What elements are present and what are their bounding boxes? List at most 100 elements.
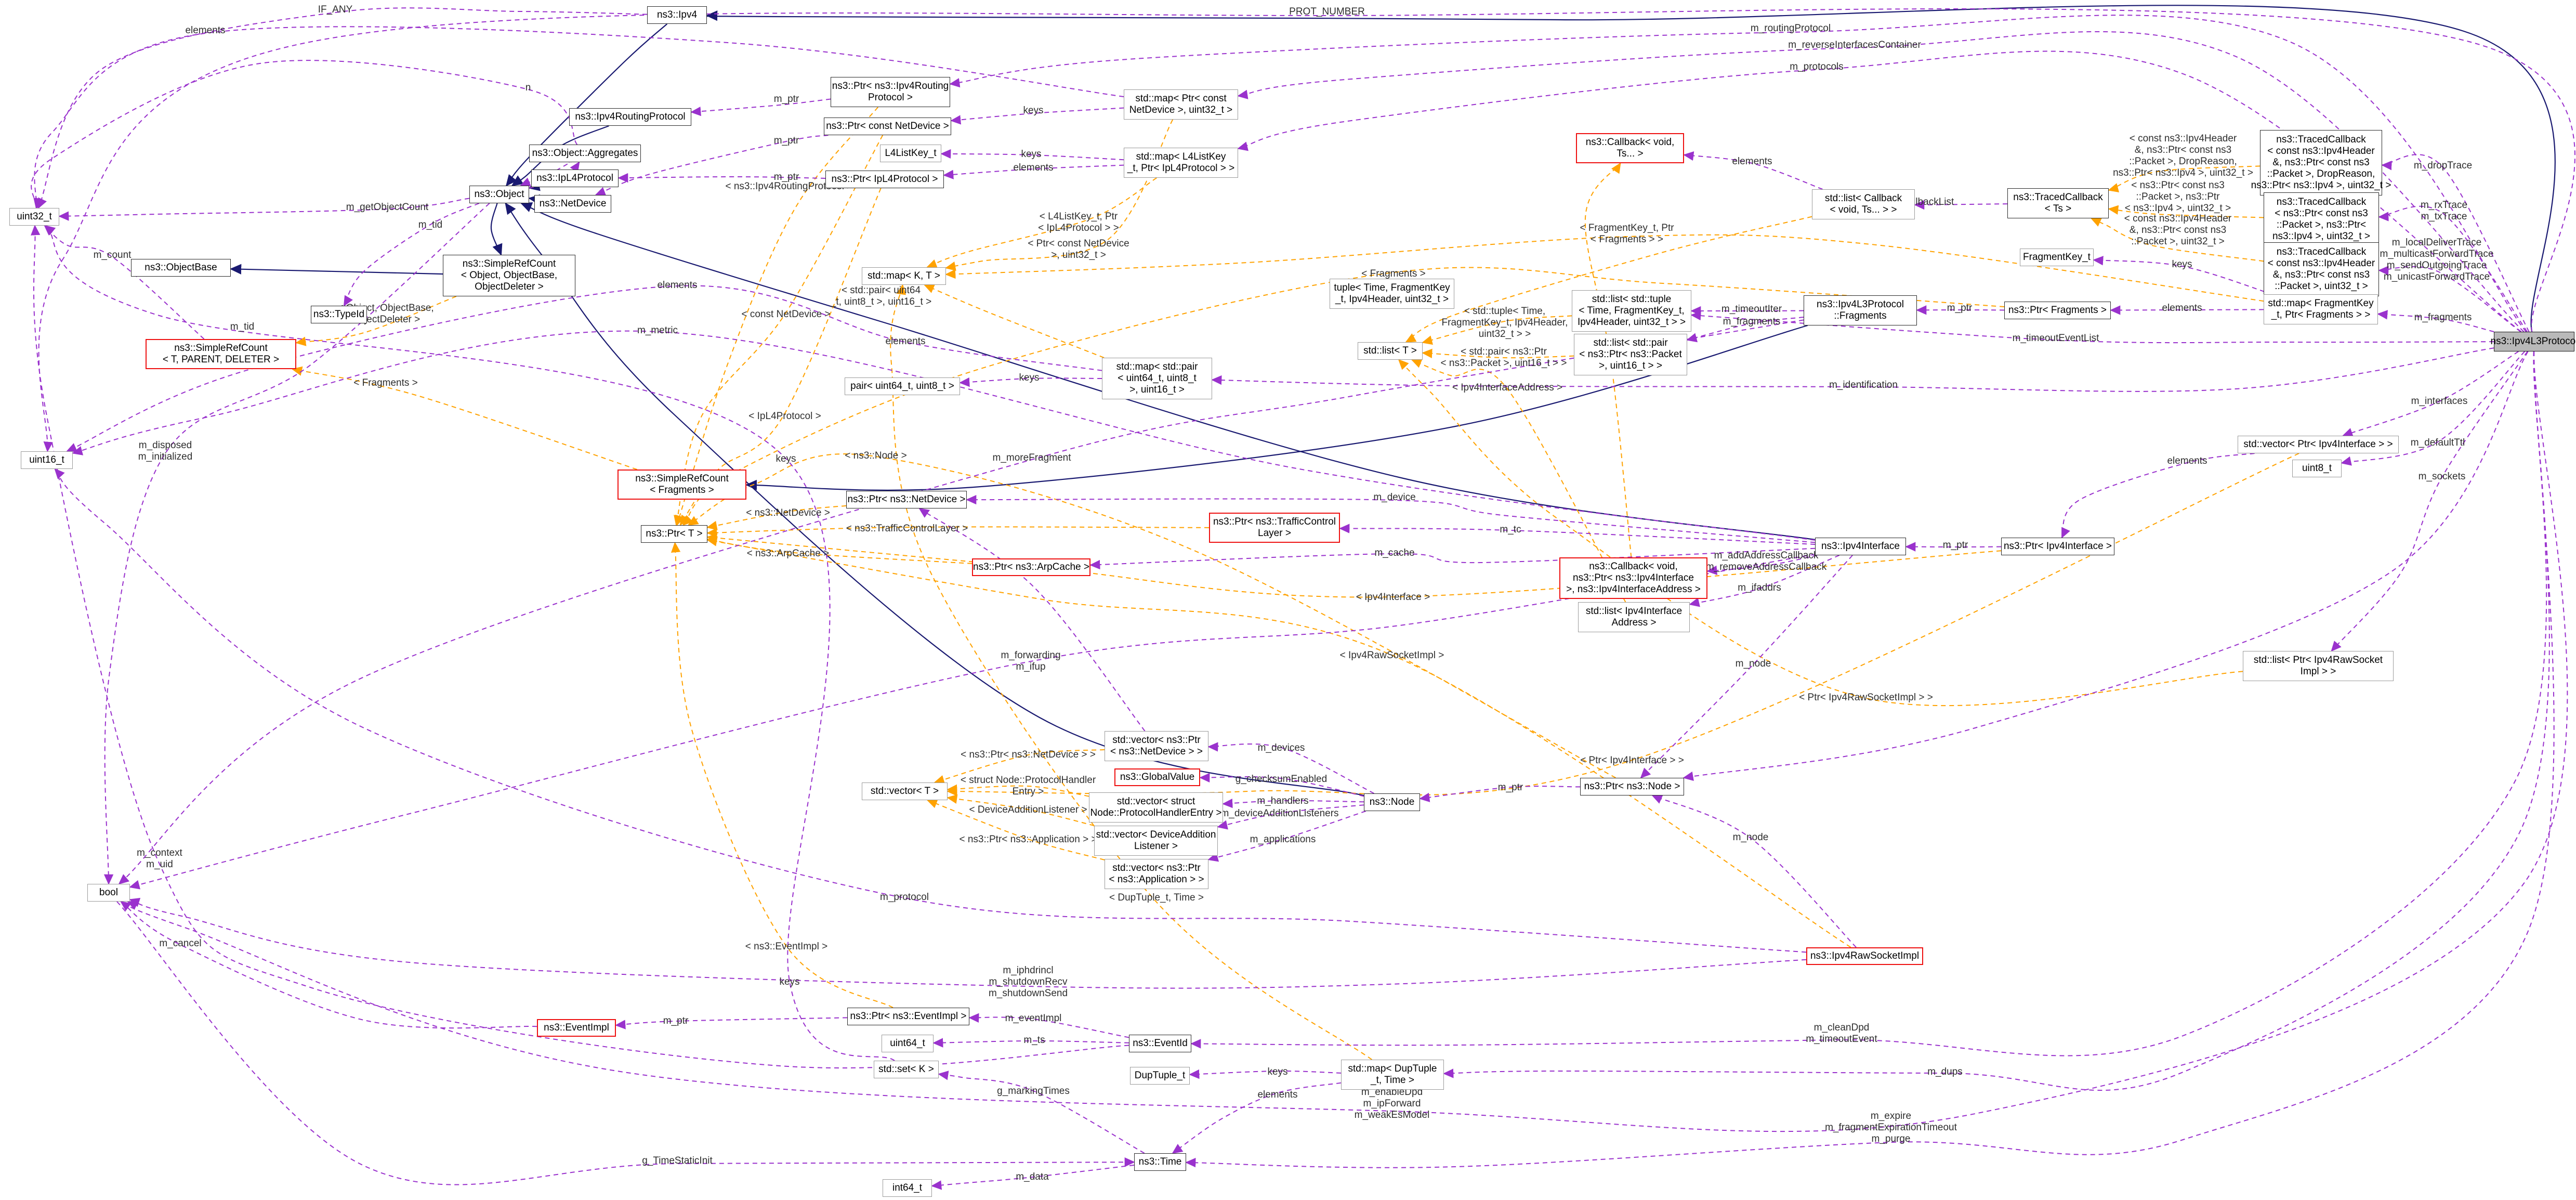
edge-vec_netdevice-to-vector_t — [934, 749, 1105, 785]
edge-src_fragments-to-src_template — [291, 366, 637, 470]
node-src_template[interactable]: ns3::SimpleRefCount< T, PARENT, DELETER … — [146, 339, 296, 369]
node-callback_addr[interactable]: ns3::Callback< void,ns3::Ptr< ns3::Ipv4I… — [1559, 557, 1707, 599]
node-l4listkey[interactable]: L4ListKey_t — [880, 145, 941, 162]
edge-main-to-map_fragmentkey — [2377, 310, 2494, 332]
node-map_duptuple[interactable]: std::map< DupTuple_t, Time > — [1341, 1060, 1444, 1090]
node-ptr_const_netdevice[interactable]: ns3::Ptr< const NetDevice > — [824, 118, 951, 135]
node-ptr_netdevice[interactable]: ns3::Ptr< ns3::NetDevice > — [846, 491, 967, 508]
edge-map_pair_uint64-to-uint16 — [66, 285, 1102, 452]
edge-label: < ns3::TrafficControlLayer > — [846, 523, 968, 534]
edge-ipv4interface-to-ptr_node — [1640, 555, 1853, 779]
node-pair_uint64[interactable]: pair< uint64_t, uint8_t > — [845, 377, 960, 395]
node-typeid[interactable]: ns3::TypeId — [311, 306, 367, 323]
edge-vec_netdevice-to-ptr_netdevice — [918, 507, 1146, 732]
edge-label: m_sockets — [2419, 471, 2466, 482]
node-ptr_fragments[interactable]: ns3::Ptr< Fragments > — [2004, 302, 2111, 319]
node-int64[interactable]: int64_t — [883, 1179, 932, 1197]
node-objectbase[interactable]: ns3::ObjectBase — [131, 259, 231, 277]
node-src_object[interactable]: ns3::SimpleRefCount< Object, ObjectBase,… — [443, 255, 575, 296]
node-list_t[interactable]: std::list< T > — [1358, 342, 1423, 360]
node-ptr_ipl4protocol[interactable]: ns3::Ptr< IpL4Protocol > — [825, 171, 944, 188]
node-eventimpl[interactable]: ns3::EventImpl — [537, 1019, 616, 1037]
edge-label: < Fragments > — [1361, 268, 1426, 280]
node-src_fragments[interactable]: ns3::SimpleRefCount< Fragments > — [617, 469, 746, 500]
node-ptr_node[interactable]: ns3::Ptr< ns3::Node > — [1580, 778, 1684, 795]
node-ptr_t[interactable]: ns3::Ptr< T > — [641, 525, 707, 543]
node-map_k_t[interactable]: std::map< K, T > — [862, 267, 946, 285]
node-object[interactable]: ns3::Object — [469, 186, 529, 203]
node-tracedcallback_ts[interactable]: ns3::TracedCallback< Ts > — [2007, 188, 2109, 218]
edge-ptr_const_netdevice-to-netdevice — [595, 135, 829, 196]
node-label-line: ::Fragments — [1834, 310, 1887, 321]
edge-label-line: m_sendOutgoingTrace — [2386, 260, 2487, 271]
node-tc_drop[interactable]: ns3::TracedCallback< const ns3::Ipv4Head… — [2251, 130, 2391, 195]
edge-label-line: < FragmentKey_t, Ptr — [1580, 223, 1674, 233]
node-globalvalue[interactable]: ns3::GlobalValue — [1114, 768, 1200, 786]
node-ipl4protocol[interactable]: ns3::IpL4Protocol — [531, 169, 619, 187]
node-list_tuple[interactable]: std::list< std::tuple< Time, FragmentKey… — [1572, 290, 1691, 332]
node-node[interactable]: ns3::Node — [1364, 793, 1420, 811]
edge-label-line: < DupTuple_t, Time > — [1109, 892, 1204, 903]
edge-label: < std::tuple< Time,FragmentKey_t, Ipv4He… — [1442, 306, 1568, 340]
node-map_l4listkey[interactable]: std::map< L4ListKey_t, Ptr< IpL4Protocol… — [1124, 148, 1238, 178]
edge-label: < std::pair< ns3::Ptr< ns3::Packet >, ui… — [1441, 346, 1567, 369]
edge-label-line: m_timeoutEvent — [1806, 1034, 1877, 1045]
edge-label-line: m_weakEsModel — [1354, 1110, 1430, 1120]
node-ipv4interface[interactable]: ns3::Ipv4Interface — [1815, 538, 1906, 555]
node-list_pair[interactable]: std::list< std::pair< ns3::Ptr< ns3::Pac… — [1574, 334, 1687, 375]
node-booln[interactable]: bool — [87, 884, 130, 902]
node-map_pair_uint64[interactable]: std::map< std::pair< uint64_t, uint8_t>,… — [1102, 358, 1212, 399]
edge-label-line: < ns3::ArpCache > — [746, 548, 830, 559]
node-tc_header[interactable]: ns3::TracedCallback< const ns3::Ipv4Head… — [2264, 242, 2379, 296]
node-vec_app[interactable]: std::vector< ns3::Ptr< ns3::Application … — [1105, 859, 1208, 889]
node-eventid[interactable]: ns3::EventId — [1129, 1035, 1191, 1052]
node-vec_netdevice[interactable]: std::vector< ns3::Ptr< ns3::NetDevice > … — [1105, 731, 1208, 761]
node-label-line: uint8_t — [2302, 463, 2332, 474]
node-netdevice[interactable]: ns3::NetDevice — [534, 195, 611, 213]
node-uint8[interactable]: uint8_t — [2292, 460, 2342, 477]
node-label-line: ns3::SimpleRefCount — [462, 258, 556, 269]
edge-label-line: keys — [1023, 105, 1044, 116]
node-ptr_eventimpl[interactable]: ns3::Ptr< ns3::EventImpl > — [847, 1008, 969, 1025]
node-tuple_box[interactable]: tuple< Time, FragmentKey_t, Ipv4Header, … — [1330, 279, 1454, 309]
node-ipv4routingprotocol[interactable]: ns3::Ipv4RoutingProtocol — [569, 108, 691, 126]
node-aggregates[interactable]: ns3::Object::Aggregates — [529, 145, 641, 162]
node-uint16[interactable]: uint16_t — [21, 451, 73, 469]
node-map_fragmentkey[interactable]: std::map< FragmentKey_t, Ptr< Fragments … — [2264, 294, 2378, 324]
node-ptr_arpcache[interactable]: ns3::Ptr< ns3::ArpCache > — [972, 558, 1090, 576]
node-main[interactable]: ns3::Ipv4L3Protocol — [2491, 332, 2576, 351]
edge-label-line: ::Packet >, uint32_t > — [2131, 236, 2225, 247]
edge-label: m_fragments — [1723, 316, 1781, 328]
node-label-line: ns3::Ptr< ns3::NetDevice > — [847, 494, 966, 505]
edge-label-line: m_multicastForwardTrace — [2380, 249, 2494, 259]
node-callback_void[interactable]: ns3::Callback< void,Ts... > — [1576, 133, 1684, 163]
node-vector_t[interactable]: std::vector< T > — [862, 782, 948, 800]
node-list_callback[interactable]: std::list< Callback< void, Ts... > > — [1812, 189, 1915, 219]
edge-label-line: m_expire — [1870, 1111, 1912, 1121]
node-ptr_ipv4interface[interactable]: ns3::Ptr< Ipv4Interface > — [2001, 538, 2114, 555]
node-uint64[interactable]: uint64_t — [882, 1035, 934, 1052]
node-tc_rx[interactable]: ns3::TracedCallback< ns3::Ptr< const ns3… — [2264, 192, 2379, 246]
node-time_cls[interactable]: ns3::Time — [1134, 1153, 1186, 1171]
node-fragmentkey[interactable]: FragmentKey_t — [2020, 249, 2094, 266]
node-vec_ptr_iface[interactable]: std::vector< Ptr< Ipv4Interface > > — [2238, 436, 2399, 453]
node-rawsocketimpl[interactable]: ns3::Ipv4RawSocketImpl — [1806, 947, 1923, 965]
node-uint32[interactable]: uint32_t — [9, 208, 59, 226]
node-duptuple[interactable]: DupTuple_t — [1130, 1067, 1190, 1085]
node-fragments_cls[interactable]: ns3::Ipv4L3Protocol::Fragments — [1804, 295, 1917, 325]
node-set_k[interactable]: std::set< K > — [874, 1061, 939, 1078]
edge-label-line: Entry > — [1012, 786, 1044, 797]
edge-main-to-tc_header — [2378, 266, 2521, 332]
node-ipv4[interactable]: ns3::Ipv4 — [647, 6, 707, 24]
edge-label: < ns3::NetDevice > — [746, 507, 830, 519]
